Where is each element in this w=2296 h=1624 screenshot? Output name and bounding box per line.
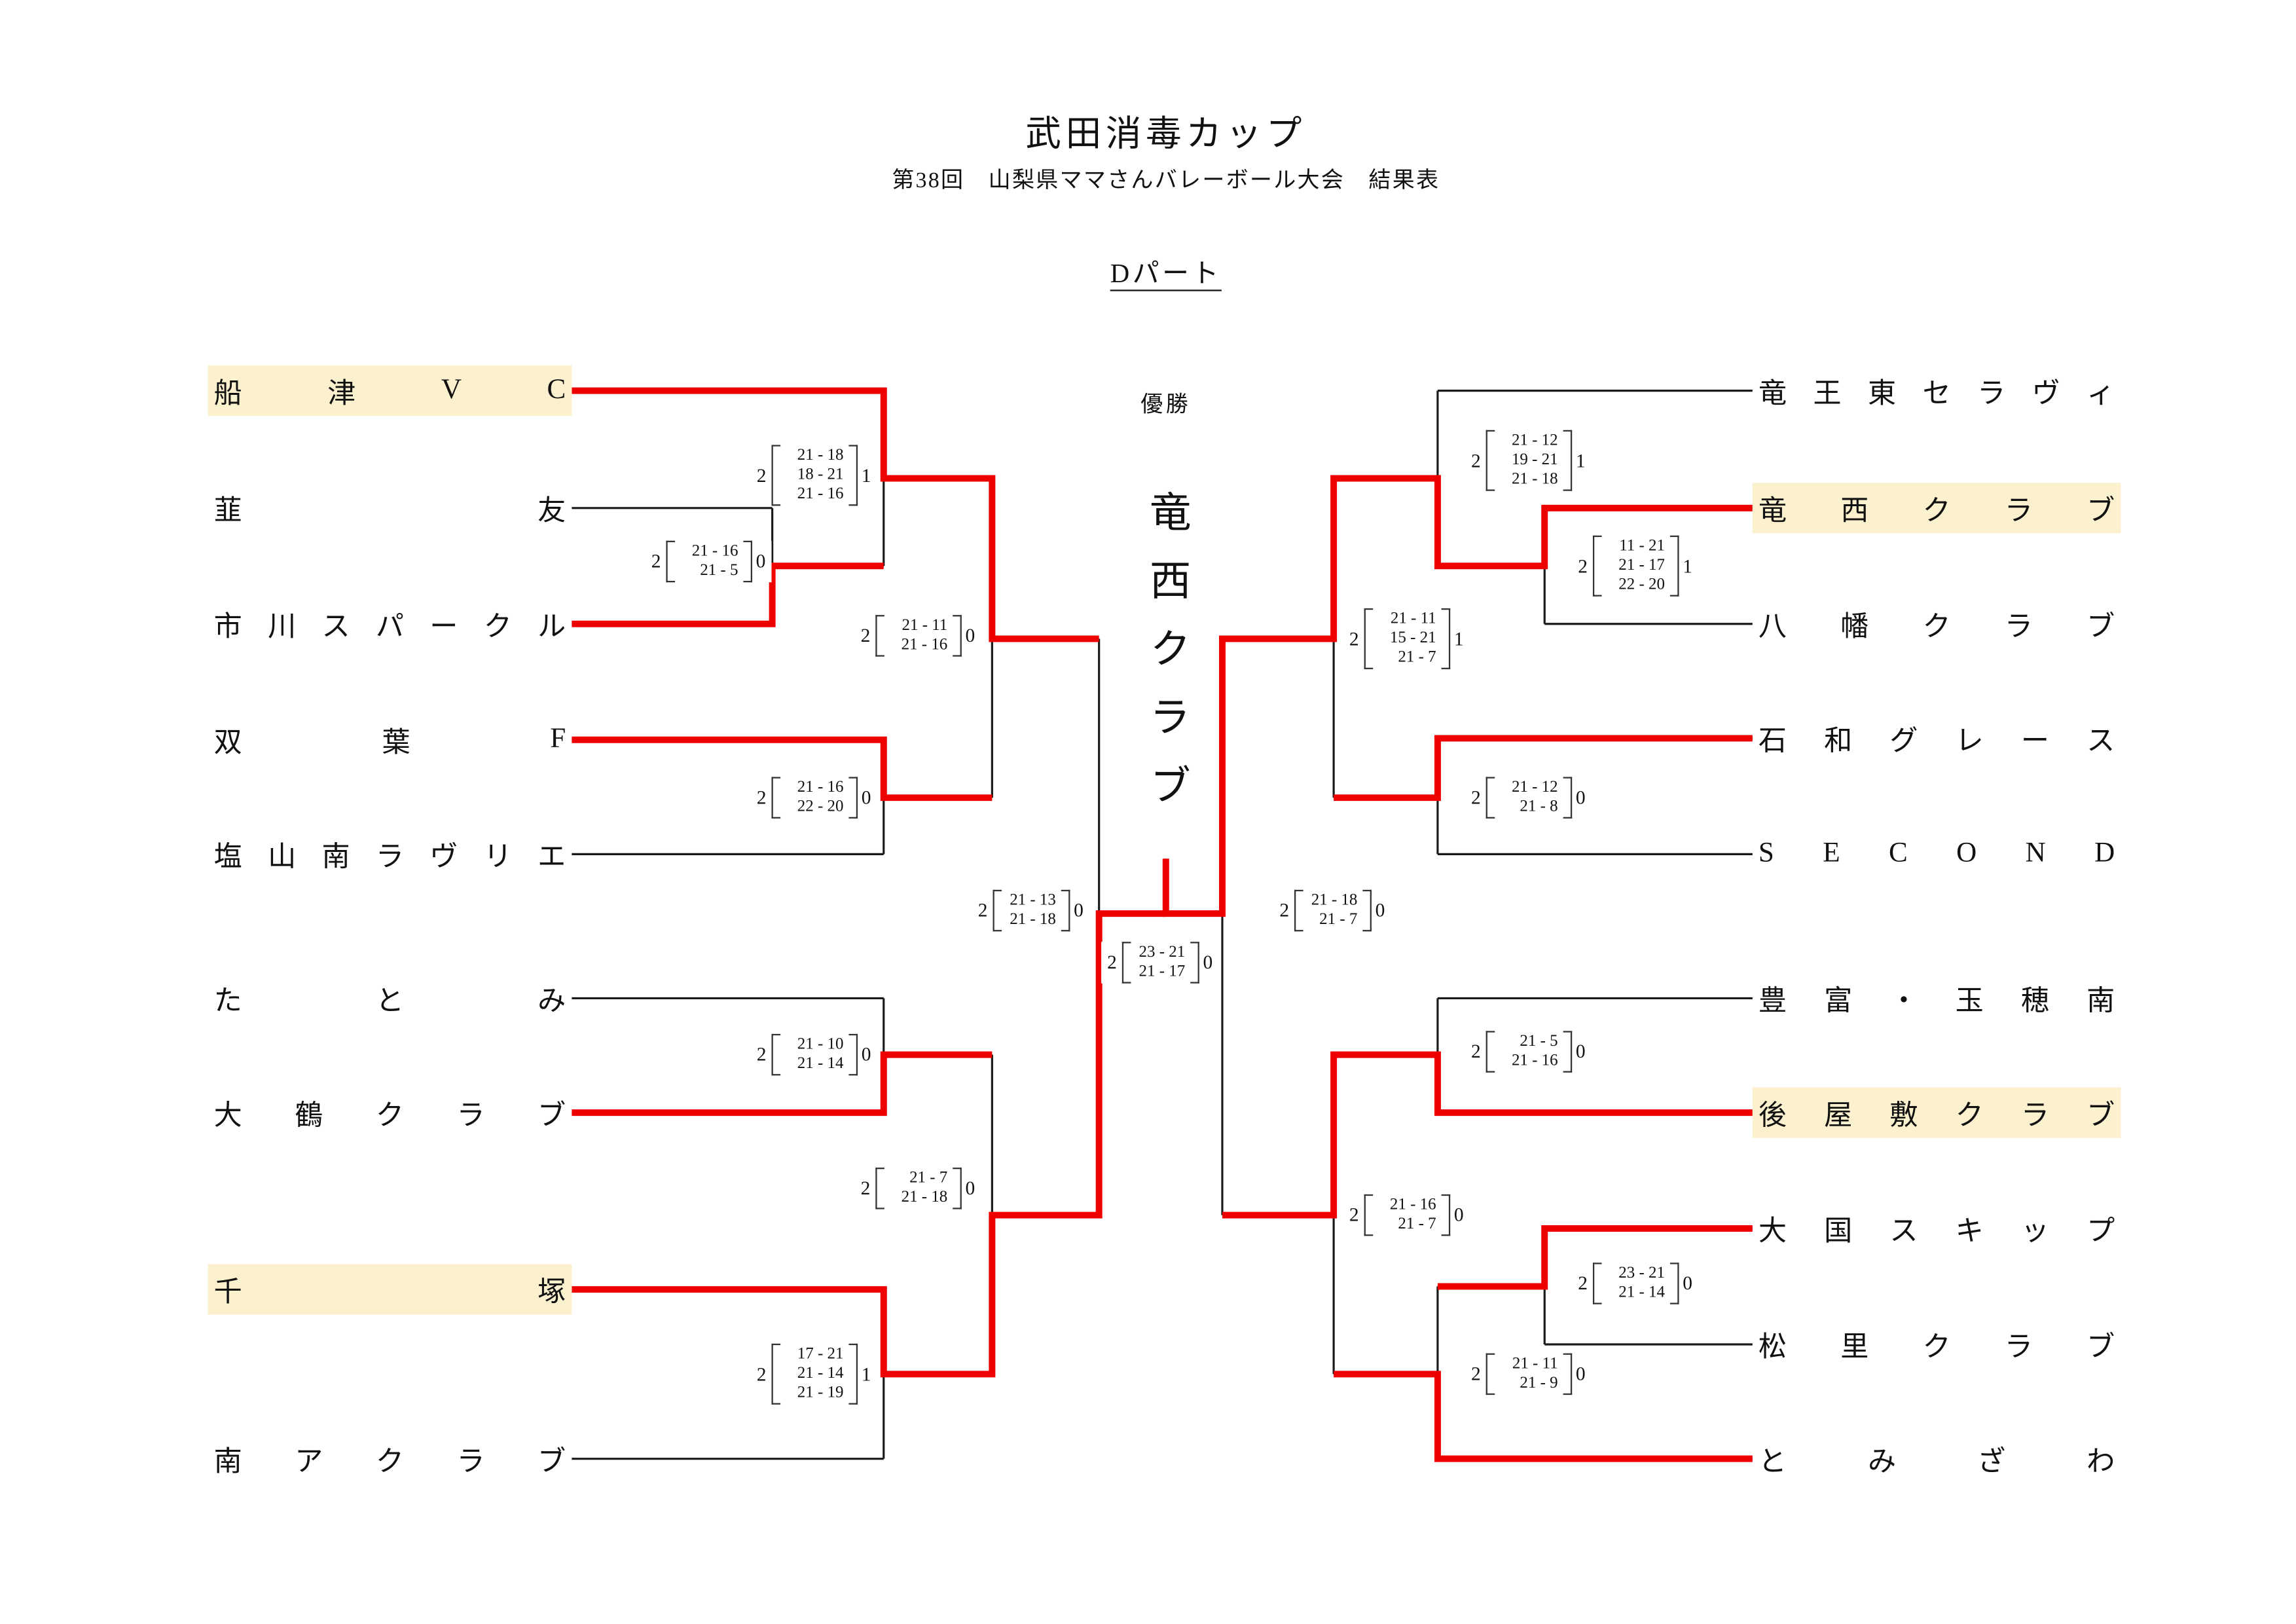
winner-path-tomizawa bbox=[1334, 1371, 1753, 1462]
winner-path-okuni-skip bbox=[1437, 1225, 1753, 1290]
section-label: Dパート bbox=[18, 253, 2296, 291]
team-ryuo-higashi-ceravi: 竜王東セラヴィ bbox=[1758, 378, 2115, 409]
team-goyashiki-club: 後屋敷クラブ bbox=[1752, 1087, 2121, 1138]
winner-path-goyashiki-club bbox=[1222, 1051, 1753, 1219]
winner-path-ichikawa-sparkle bbox=[572, 563, 884, 627]
team-enzan-minami-lavrie: 塩山南ラヴリエ bbox=[213, 841, 566, 873]
winner-path-ohtsuru-club bbox=[572, 1051, 993, 1116]
team-matsusato-club: 松里クラブ bbox=[1758, 1331, 2115, 1363]
team-ichikawa-sparkle: 市川スパークル bbox=[213, 611, 566, 643]
winner-path-futaba-f bbox=[572, 736, 993, 802]
team-tomizawa: とみざわ bbox=[1758, 1446, 2115, 1478]
page-subtitle: 第38回 山梨県ママさんバレーボール大会 結果表 bbox=[892, 169, 1440, 193]
team-yahata-club: 八幡クラブ bbox=[1758, 611, 2115, 643]
team-niratomo: 韮友 bbox=[213, 495, 566, 527]
team-minami-a-club: 南アクラブ bbox=[213, 1446, 566, 1478]
team-ryusai-club: 竜西クラブ bbox=[1752, 483, 2121, 534]
section-label-text: Dパート bbox=[1110, 258, 1222, 289]
winner-path-lines bbox=[572, 387, 1753, 1462]
team-isawa-grace: 石和グレース bbox=[1758, 726, 2115, 757]
team-tatomi: たとみ bbox=[213, 986, 566, 1017]
champion-team-name: 竜西クラブ bbox=[1143, 490, 1190, 832]
winner-path-isawa-grace bbox=[1334, 735, 1753, 802]
team-okuni-skip: 大国スキップ bbox=[1758, 1215, 2115, 1247]
team-toyotomi-tamaho-minami: 豊富・玉穂南 bbox=[1758, 986, 2115, 1017]
page-title: 武田消毒カップ bbox=[1025, 115, 1307, 155]
winner-path-chizuka bbox=[572, 910, 1166, 1378]
champion-label: 優勝 bbox=[1140, 394, 1192, 418]
winner-path-ryusai-club-champion bbox=[1162, 475, 1753, 917]
team-chizuka: 千塚 bbox=[208, 1264, 572, 1315]
winner-path-funatsu-vc bbox=[572, 387, 1099, 642]
team-ohtsuru-club: 大鶴クラブ bbox=[213, 1099, 566, 1132]
